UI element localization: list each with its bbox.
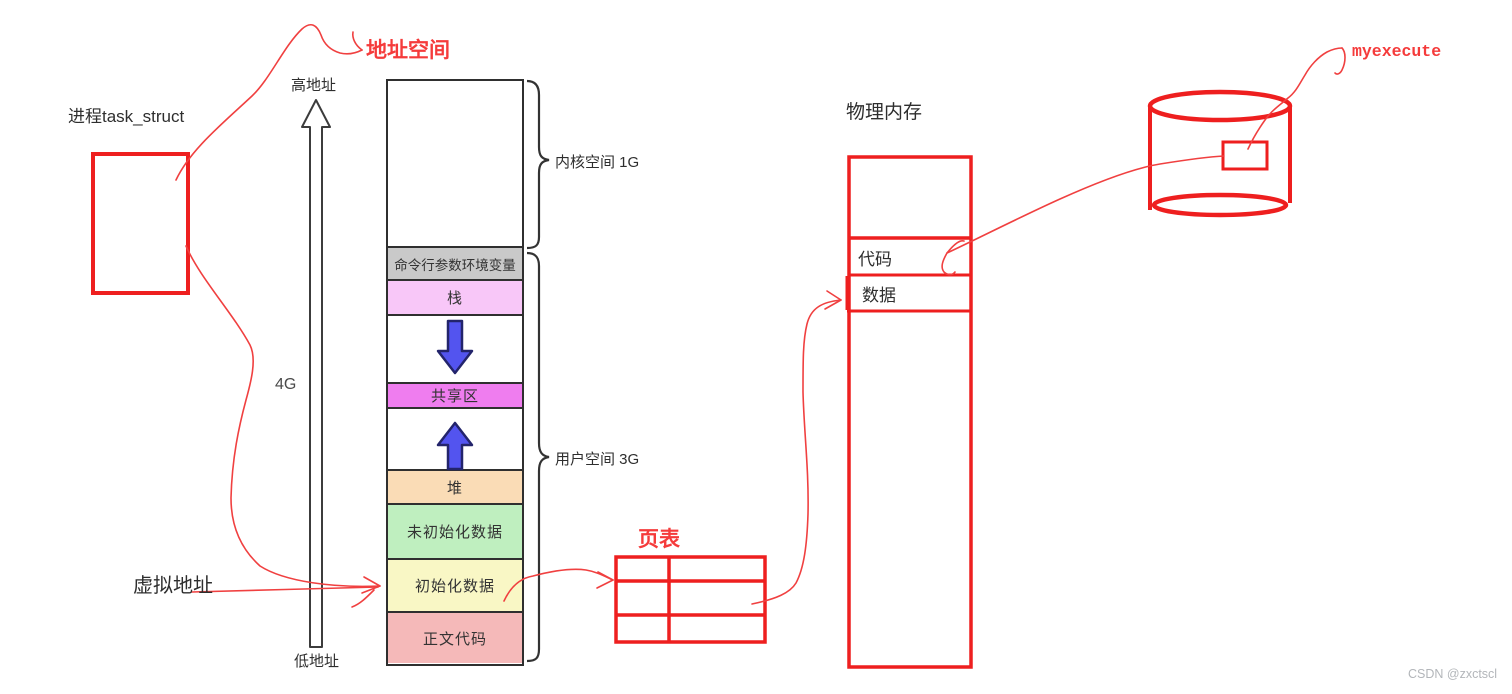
curve-initdata-arrowhead xyxy=(351,576,381,608)
executable-name-label: myexecute xyxy=(1352,42,1442,61)
physical-memory-row-code: 代码 xyxy=(858,250,892,269)
address-space-column: 命令行参数环境变量 栈 共享区 堆 未初始化数据 初始化数据 正文代码 xyxy=(386,79,524,666)
curve-taskstruct-to-addrspace xyxy=(175,23,363,181)
segment-initialized-data: 初始化数据 xyxy=(388,558,522,611)
segment-text-code: 正文代码 xyxy=(388,611,522,663)
low-address-label: 低地址 xyxy=(294,653,340,670)
watermark: CSDN @zxctscl xyxy=(1408,667,1498,681)
page-table-grid xyxy=(614,555,767,644)
physical-memory-box xyxy=(845,155,973,669)
task-struct-box xyxy=(91,152,190,295)
segment-uninitialized-data: 未初始化数据 xyxy=(388,503,522,558)
segment-heap-label: 堆 xyxy=(446,479,463,497)
segment-stack-label: 栈 xyxy=(446,290,463,307)
curve-disk-to-physmem xyxy=(946,155,1225,254)
curve-pagetable-to-physmem xyxy=(751,299,842,605)
kernel-space-brace-label: 内核空间 1G xyxy=(555,154,640,171)
segment-shared-area: 共享区 xyxy=(388,382,522,407)
segment-shared-area-label: 共享区 xyxy=(430,388,479,405)
curve-physmem-data-arrowhead xyxy=(824,290,842,310)
physical-memory-label: 物理内存 xyxy=(846,102,923,123)
address-axis-arrow-icon xyxy=(301,99,331,648)
annotation-curves xyxy=(175,23,1346,608)
page-table-label: 页表 xyxy=(638,527,680,551)
curve-disk-to-myexecute xyxy=(1247,47,1343,150)
segment-cmdline-env-label: 命令行参数环境变量 xyxy=(394,257,516,273)
segment-uninitialized-data-label: 未初始化数据 xyxy=(406,524,503,541)
executable-block-on-disk xyxy=(1221,140,1269,171)
curve-myexecute-hook xyxy=(1334,47,1346,75)
curve-virtualaddr-to-initdata xyxy=(191,586,379,593)
segment-stack: 栈 xyxy=(388,279,522,314)
segment-stack-grow-gap xyxy=(388,314,522,382)
curve-taskstruct-to-initdata xyxy=(185,245,381,588)
segment-text-code-label: 正文代码 xyxy=(422,630,487,648)
segment-heap-grow-gap xyxy=(388,407,522,469)
curve-pagetable-arrowhead xyxy=(596,571,614,589)
process-task-struct-label: 进程task_struct xyxy=(68,107,185,126)
total-size-label: 4G xyxy=(275,376,297,393)
physical-memory-row-data: 数据 xyxy=(862,286,896,305)
segment-heap: 堆 xyxy=(388,469,522,503)
user-space-brace-icon xyxy=(526,251,550,663)
segment-kernel-space xyxy=(388,81,522,246)
curve-physmem-code-arrowhead xyxy=(941,240,965,276)
segment-initialized-data-label: 初始化数据 xyxy=(414,578,495,595)
disk-cylinder-icon xyxy=(1147,89,1293,218)
high-address-label: 高地址 xyxy=(291,77,337,94)
virtual-address-label: 虚拟地址 xyxy=(133,575,213,597)
segment-cmdline-env: 命令行参数环境变量 xyxy=(388,246,522,279)
kernel-space-brace-icon xyxy=(526,79,550,250)
curve-taskstruct-to-addrspace-barb xyxy=(352,31,363,51)
user-space-brace-label: 用户空间 3G xyxy=(555,451,640,468)
address-space-label: 地址空间 xyxy=(366,39,450,62)
